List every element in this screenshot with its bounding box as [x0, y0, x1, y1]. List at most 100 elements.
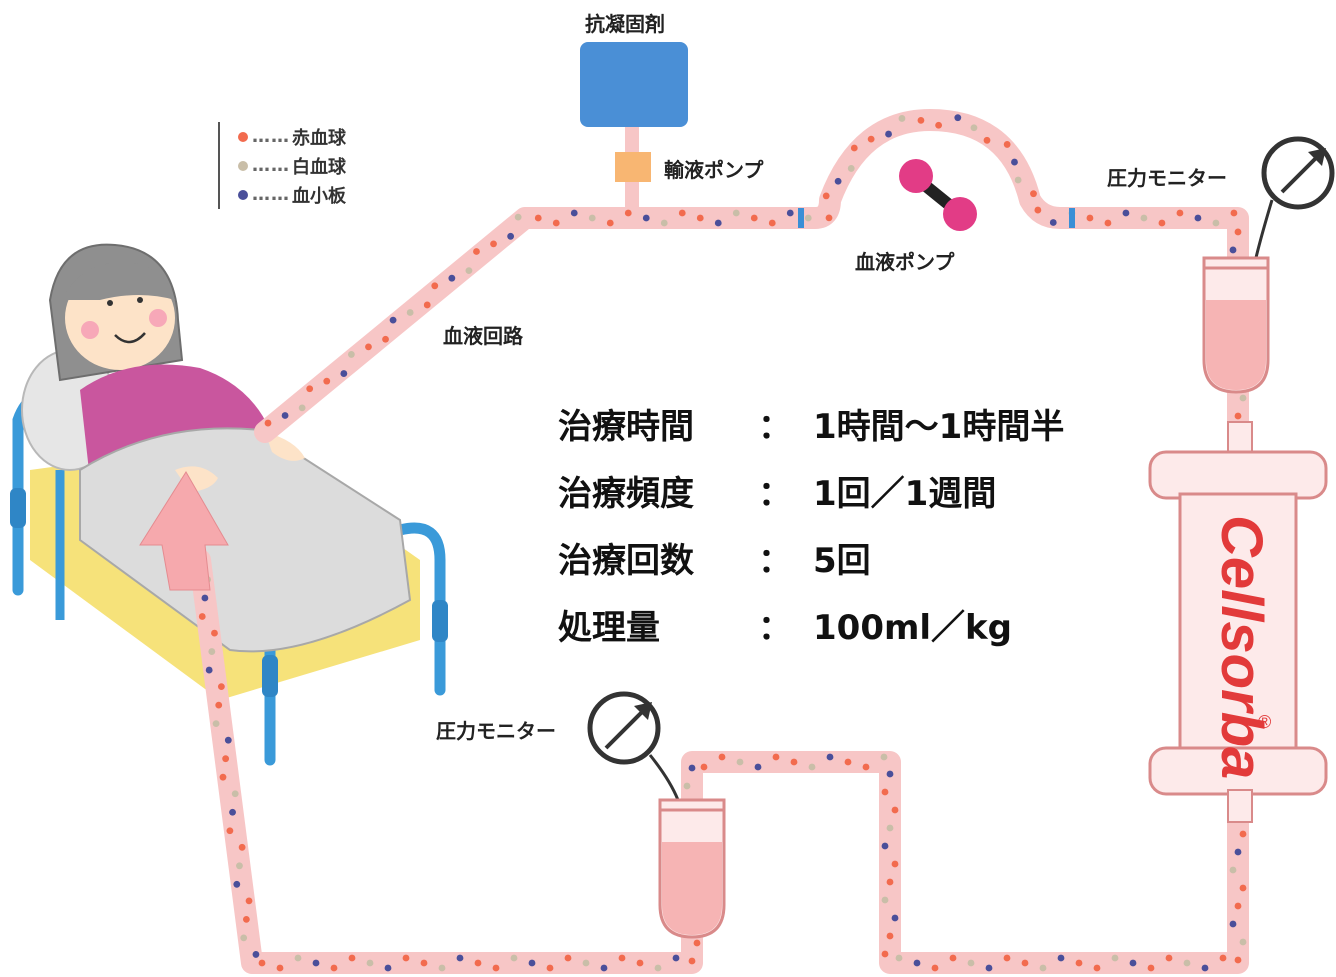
- patient-hand-right: [265, 432, 305, 461]
- blood-cell: [1234, 956, 1242, 964]
- blood-cell: [348, 954, 356, 962]
- blood-cell: [201, 594, 209, 602]
- blood-cell: [431, 282, 439, 290]
- blood-cell: [252, 951, 260, 958]
- blood-cell: [967, 959, 975, 967]
- blood-cell: [546, 964, 554, 972]
- blood-cell: [1229, 246, 1237, 254]
- blood-cell: [891, 806, 899, 814]
- blood-cell: [954, 114, 962, 122]
- blood-cell: [1176, 209, 1184, 217]
- blood-cell: [365, 343, 372, 351]
- blood-cell: [490, 240, 497, 248]
- column-bottom-neck: [1227, 789, 1253, 823]
- column-body: [1178, 492, 1298, 754]
- blood-cell: [642, 214, 650, 222]
- blood-cell: [245, 897, 253, 905]
- blood-cell: [825, 214, 833, 222]
- blood-cell: [465, 267, 473, 275]
- blood-cell: [1034, 206, 1042, 214]
- legend-platelet: …… 血小板: [238, 180, 346, 209]
- blood-cell: [1229, 866, 1237, 874]
- treatment-value: 1回／1週間: [813, 474, 997, 514]
- blood-cell: [423, 301, 431, 309]
- blood-cell: [1030, 190, 1037, 198]
- blood-cell: [510, 954, 518, 962]
- blood-cell: [983, 136, 991, 144]
- monitor-bottom-needle-head: [634, 702, 652, 720]
- anticoagulant-box: [580, 42, 688, 127]
- monitor-top-lead: [1253, 199, 1274, 263]
- blood-cell: [1086, 214, 1094, 222]
- label-blood-circuit: 血液回路: [443, 324, 523, 348]
- blood-cell: [1239, 884, 1247, 892]
- blood-cell: [672, 954, 680, 962]
- blood-cell: [366, 959, 374, 967]
- legend-white-cell-dots: ……: [252, 155, 290, 176]
- treatment-colon: ：: [758, 407, 792, 447]
- blood-cell: [564, 954, 572, 962]
- column-brand: Cellsorba: [1209, 515, 1274, 779]
- blood-cell: [834, 177, 842, 185]
- legend-red-cell-label: 赤血球: [292, 127, 346, 149]
- blood-cell: [402, 954, 410, 962]
- blood-cell: [514, 213, 522, 221]
- blood-cell: [507, 232, 515, 240]
- blood-cell: [276, 964, 284, 972]
- pressure-monitor-bottom: [587, 691, 680, 801]
- blood-cell: [240, 934, 248, 942]
- blood-cell: [654, 964, 662, 972]
- blood-cell: [768, 219, 776, 227]
- blood-cell: [1147, 964, 1155, 972]
- blood-cell: [222, 755, 230, 763]
- blood-cell: [347, 351, 355, 358]
- blood-cell: [1239, 830, 1247, 838]
- legend-red-cell-dot: [238, 131, 248, 142]
- blood-cell: [881, 788, 889, 796]
- blood-cell: [1234, 848, 1242, 856]
- blood-cell: [600, 964, 608, 972]
- blood-cell: [606, 219, 614, 227]
- blood-cell: [693, 939, 701, 947]
- blood-cell: [898, 115, 906, 122]
- blood-cell: [847, 165, 855, 172]
- treatment-value: 5回: [813, 541, 871, 581]
- blood-cell: [850, 144, 858, 152]
- blood-cell: [212, 720, 220, 728]
- treatment-colon: ：: [758, 474, 792, 514]
- blood-cell: [826, 753, 834, 761]
- blood-cell: [1111, 954, 1119, 962]
- blood-cell: [306, 385, 314, 393]
- blood-cell: [736, 758, 744, 766]
- blood-cell: [384, 964, 392, 972]
- treatment-value: 100ml／kg: [813, 608, 1013, 648]
- treatment-key: 治療時間: [558, 407, 694, 447]
- blood-cell: [1219, 954, 1227, 962]
- blood-cell: [1229, 920, 1237, 928]
- blood-cell: [886, 824, 894, 832]
- blood-cell: [588, 214, 596, 222]
- infusion-pump-box: [615, 152, 651, 182]
- blood-cell: [1104, 219, 1112, 227]
- blood-cell: [917, 116, 925, 124]
- blood-cell: [323, 377, 331, 385]
- drip-chamber-bottom-fill: [662, 842, 722, 935]
- blood-cell: [1093, 964, 1101, 972]
- blood-cell: [1014, 176, 1022, 184]
- label-anticoagulant: 抗凝固剤: [585, 12, 665, 36]
- blood-cell: [552, 219, 560, 227]
- blood-cell: [1239, 394, 1247, 402]
- blood-cell: [790, 758, 798, 766]
- blood-cell: [1075, 959, 1083, 967]
- legend-red-cell-dots: ……: [252, 126, 290, 147]
- blood-cell: [570, 209, 578, 217]
- blood-cell: [895, 954, 903, 962]
- blood-cell: [438, 964, 446, 972]
- blood-cell: [660, 219, 668, 227]
- blood-cell: [258, 959, 266, 967]
- cheek-right: [149, 309, 167, 327]
- blood-cell: [862, 763, 870, 771]
- eye-left: [107, 300, 113, 306]
- label-infusion-pump: 輸液ポンプ: [664, 158, 764, 182]
